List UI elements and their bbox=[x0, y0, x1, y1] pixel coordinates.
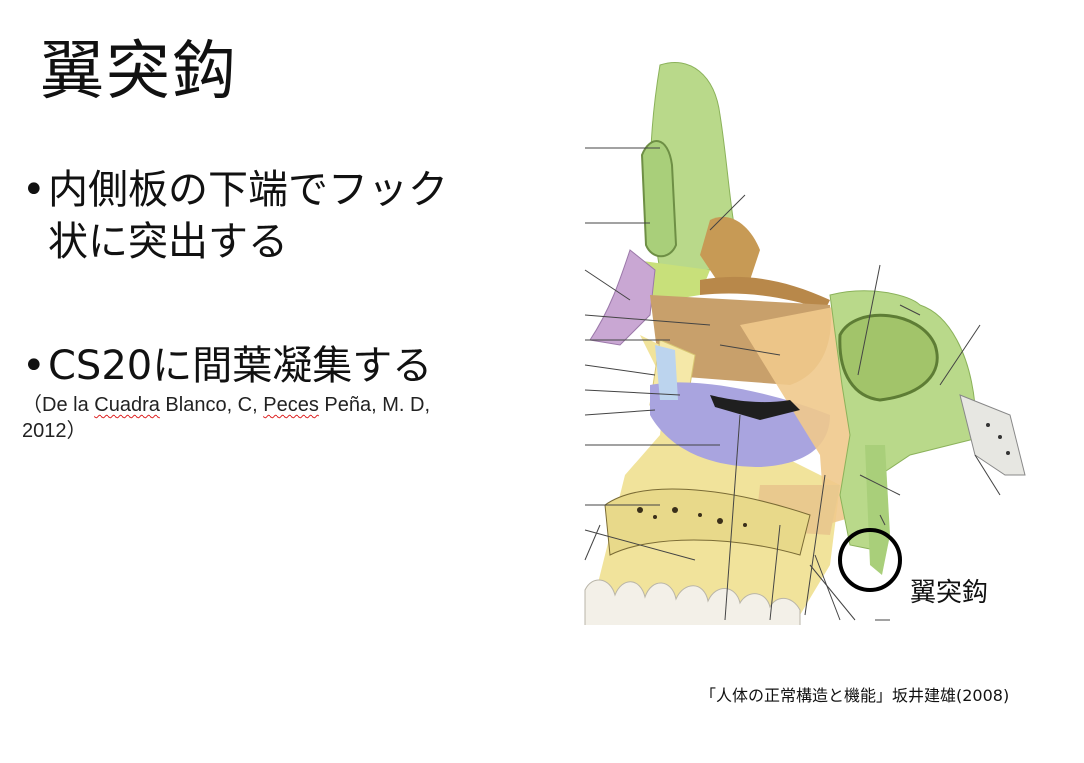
image-source-credit: 「人体の正常構造と機能」坂井建雄(2008) bbox=[700, 686, 1010, 705]
citation-year: 2012） bbox=[22, 420, 87, 442]
pterygoid-plate bbox=[865, 445, 890, 575]
slide-title: 翼突鈎 bbox=[40, 35, 238, 109]
citation-spellcheck-word: Cuadra bbox=[94, 394, 160, 416]
citation-part: Blanco, C, bbox=[159, 394, 264, 416]
occipital-bone bbox=[959, 394, 1026, 476]
diagram-label-hamulus: 翼突鈎 bbox=[910, 578, 989, 608]
maxillary-duct bbox=[655, 345, 678, 400]
sphenoid-sinus bbox=[838, 313, 939, 402]
bullet-marker: • bbox=[22, 343, 46, 389]
citation: （De la Cuadra Blanco, C, Peces Peña, M. … bbox=[22, 392, 522, 444]
bullet-marker: • bbox=[22, 167, 46, 213]
skull-sagittal-diagram bbox=[584, 61, 1026, 625]
palatine-bone bbox=[740, 300, 870, 525]
ethmoid-bone bbox=[700, 216, 760, 285]
nasal-cartilage bbox=[589, 249, 656, 346]
bullet-text-line1: 内側板の下端でフック bbox=[48, 167, 448, 213]
frontal-sinus bbox=[640, 140, 678, 258]
citation-spellcheck-word: Peces bbox=[263, 394, 319, 416]
cribriform-plate bbox=[700, 276, 830, 310]
hard-palate bbox=[604, 488, 811, 556]
bullet-cs20: •CS20に間葉凝集する bbox=[22, 340, 432, 392]
choana-shadow bbox=[710, 395, 800, 420]
bullet-text-line2: 状に突出する bbox=[48, 219, 288, 265]
bullet-hook-description: •内側板の下端でフック 状に突出する bbox=[22, 164, 448, 268]
bullet-text: CS20に間葉凝集する bbox=[48, 343, 433, 389]
citation-open: （ bbox=[22, 394, 42, 416]
citation-part: Peña, M. D, bbox=[318, 394, 430, 416]
hamulus-highlight-circle bbox=[838, 528, 902, 592]
teeth bbox=[584, 579, 801, 625]
leader-lines bbox=[584, 147, 1001, 621]
citation-part: De la bbox=[42, 394, 95, 416]
